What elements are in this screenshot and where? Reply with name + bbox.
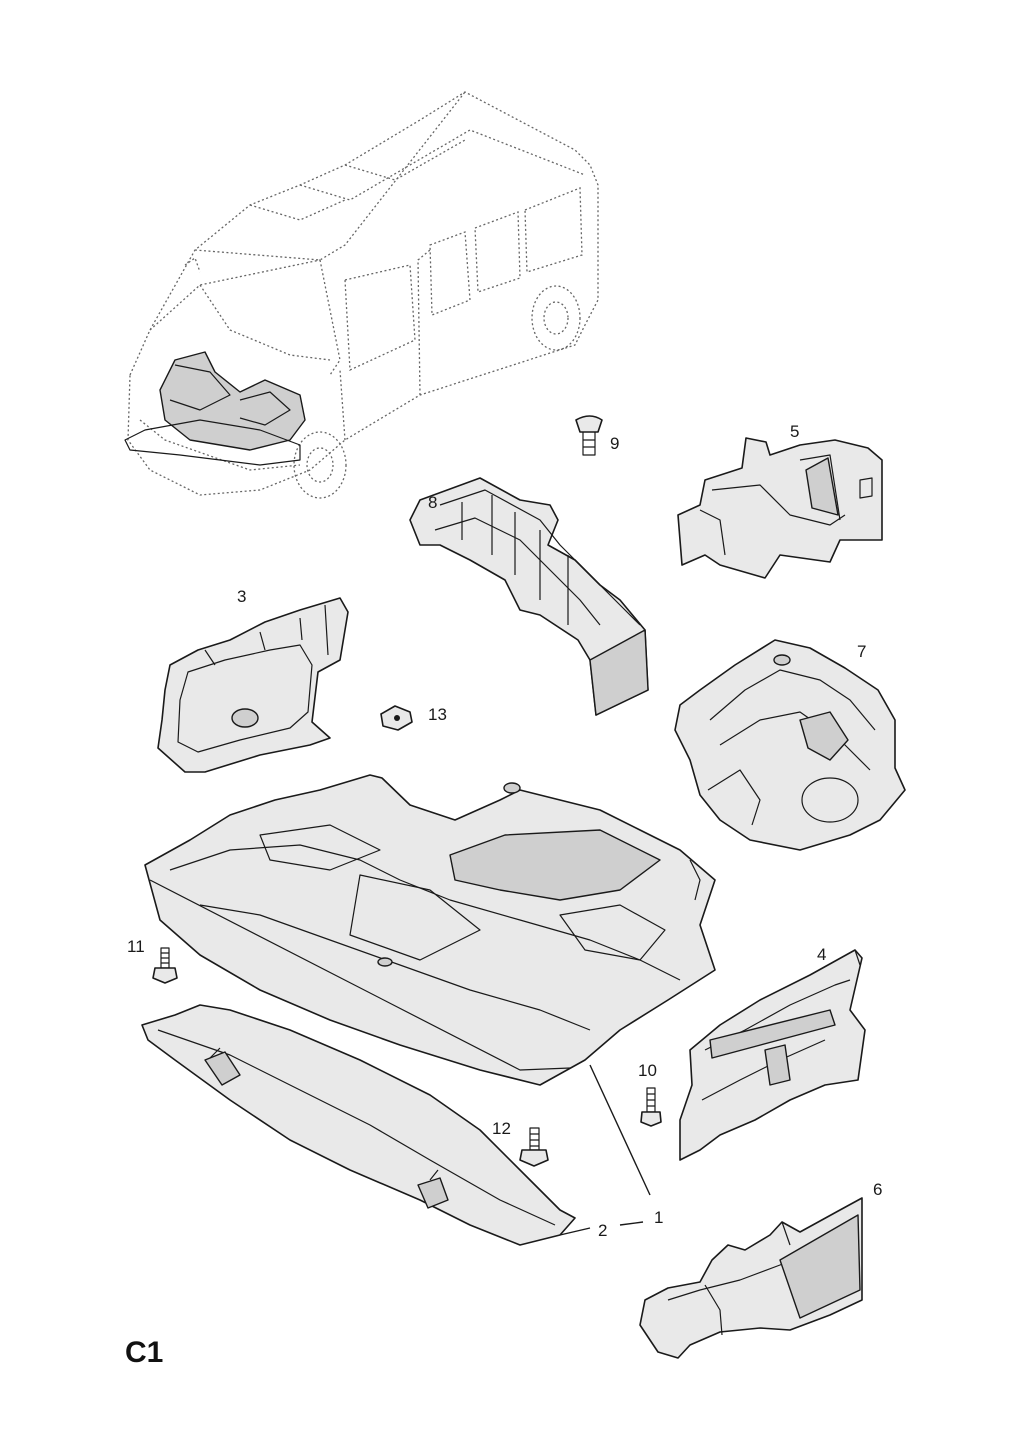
van-engine-shield-highlight (124, 351, 306, 466)
part-8-skid-frame (409, 477, 649, 716)
part-12-bolt (519, 1127, 549, 1167)
part-4-side-shield (679, 949, 866, 1161)
part-1-main-undertray (144, 774, 716, 1086)
part-5-arch-shield (677, 437, 883, 579)
callout-7: 7 (857, 642, 866, 661)
callout-11: 11 (127, 937, 145, 956)
part-2-spoiler-lip (141, 1004, 576, 1246)
page-code-label: C1 (125, 1336, 163, 1369)
part-3-side-panel (157, 597, 349, 773)
callout-3: 3 (237, 587, 246, 606)
part-10-bolt (640, 1087, 662, 1127)
callout-2: 2 (598, 1221, 607, 1240)
part-11-bolt (152, 947, 178, 984)
callout-6: 6 (873, 1180, 882, 1199)
callout-10: 10 (638, 1061, 657, 1080)
callout-12: 12 (492, 1119, 511, 1138)
part-7-engine-shield (674, 639, 906, 851)
callout-1: 1 (654, 1208, 663, 1227)
part-9-clip (575, 415, 603, 456)
callout-5: 5 (790, 422, 799, 441)
van-reference-outline (127, 91, 599, 499)
leader-lines (559, 1064, 651, 1236)
callout-13: 13 (428, 705, 447, 724)
part-6-arch-shield (639, 1197, 863, 1359)
callout-9: 9 (610, 434, 619, 453)
callout-8: 8 (428, 493, 437, 512)
part-13-clip-nut (380, 705, 413, 731)
callout-4: 4 (817, 945, 826, 964)
